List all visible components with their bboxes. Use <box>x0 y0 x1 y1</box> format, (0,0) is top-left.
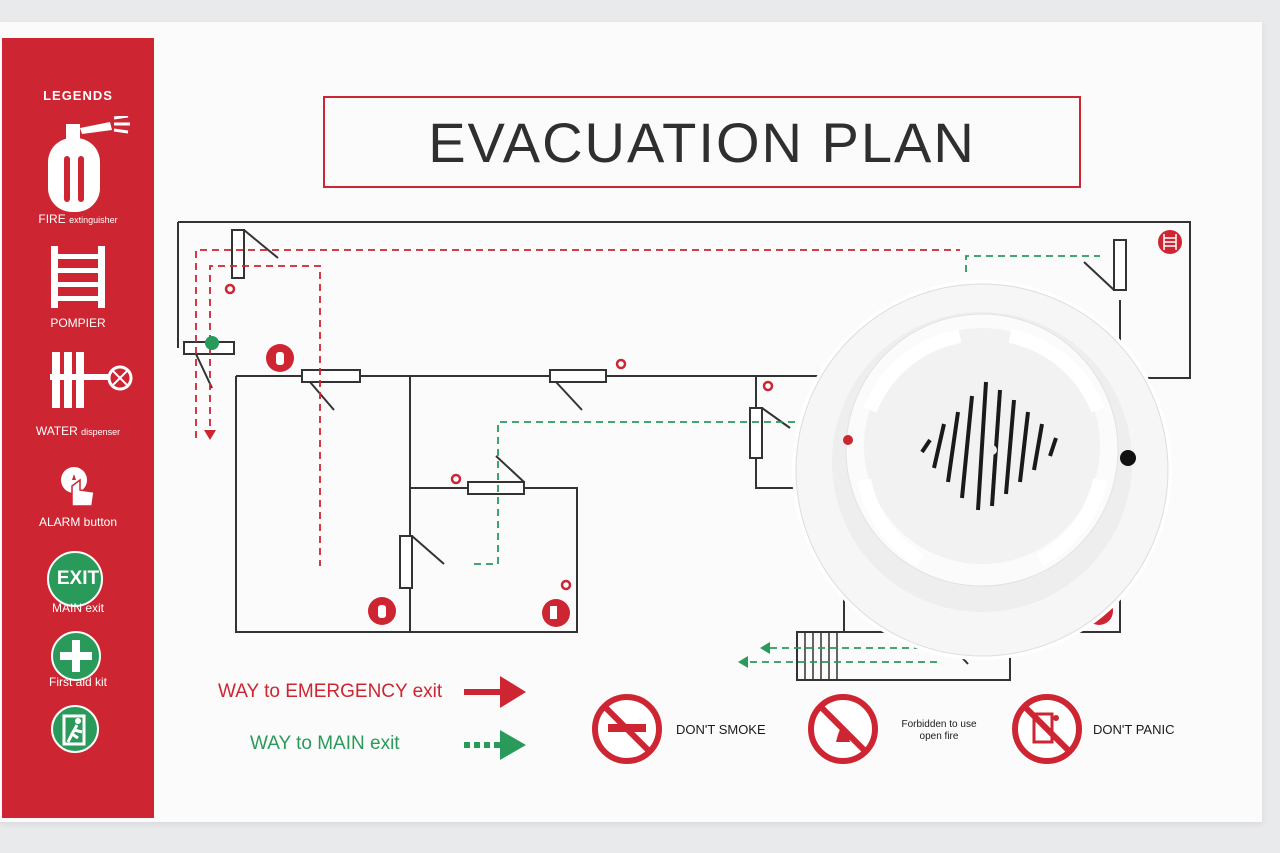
alarm-marker <box>224 283 236 295</box>
exit-icon <box>47 551 103 607</box>
door <box>231 229 245 279</box>
emergency-exit-person-icon <box>51 705 99 753</box>
legend-label-water: WATER dispenser <box>35 424 121 438</box>
door-swing <box>195 353 213 389</box>
no-panic-label: DON'T PANIC <box>1093 722 1175 737</box>
door <box>467 481 525 495</box>
door <box>549 369 607 383</box>
door-swing <box>495 455 525 483</box>
page-title: EVACUATION PLAN <box>428 110 976 174</box>
water-hose-icon <box>50 352 133 408</box>
legend-label-exit: MAIN exit <box>51 601 104 615</box>
legend-label-fire: FIRE extinguisher <box>38 212 118 226</box>
emergency-route <box>195 249 960 566</box>
door-swing <box>1083 261 1115 291</box>
assembly-point <box>205 336 219 350</box>
no-panic-sign-icon <box>1012 694 1082 764</box>
no-smoke-label: DON'T SMOKE <box>676 722 766 737</box>
door <box>301 369 361 383</box>
detector-led <box>843 435 853 445</box>
no-open-fire-label-line2: open fire <box>919 731 959 742</box>
first-aid-icon <box>51 631 101 681</box>
stairs <box>796 631 838 681</box>
door <box>399 535 413 589</box>
no-smoke-sign-icon <box>592 694 662 764</box>
door <box>749 407 763 459</box>
legend-label-pompier: POMPIER <box>50 316 106 330</box>
ladder-icon <box>51 246 105 308</box>
fire-extinguisher-icon <box>48 116 130 212</box>
main-route-label: WAY to MAIN exit <box>250 733 400 754</box>
legend-label-alarm: ALARM button <box>38 515 118 529</box>
alarm-button-icon <box>61 467 95 507</box>
legend-heading: LEGENDS <box>43 88 113 103</box>
door-swing <box>411 535 445 565</box>
alarm-marker <box>450 473 462 485</box>
door-swing <box>243 229 279 259</box>
alarm-marker <box>615 358 627 370</box>
door <box>1113 239 1127 291</box>
title-box: EVACUATION PLAN <box>323 96 1081 188</box>
detector-button <box>1120 450 1136 466</box>
alarm-markers <box>224 283 774 591</box>
door-swing <box>309 381 335 411</box>
emergency-route-label: WAY to EMERGENCY exit <box>218 681 443 702</box>
no-open-fire-label: Forbidden to use open fire <box>884 719 994 743</box>
legend-panel: LEGENDS FIRE extinguisher POMPIER WATER … <box>2 38 154 818</box>
door-swing <box>555 381 583 411</box>
main-exit-route <box>474 255 1100 663</box>
route-arrow <box>204 430 216 440</box>
route-arrow <box>760 642 770 654</box>
exit-badge-text: EXIT <box>56 568 100 589</box>
route-legend-arrows <box>464 676 526 760</box>
no-open-fire-label-line1: Forbidden to use <box>901 719 977 730</box>
alarm-marker <box>762 380 774 392</box>
no-open-fire-sign-icon <box>808 694 878 764</box>
route-arrow <box>738 656 748 668</box>
door-swing <box>761 407 791 429</box>
smoke-detector <box>792 280 1172 660</box>
legend-label-first-aid: First aid kit <box>48 675 107 689</box>
alarm-marker <box>560 579 572 591</box>
